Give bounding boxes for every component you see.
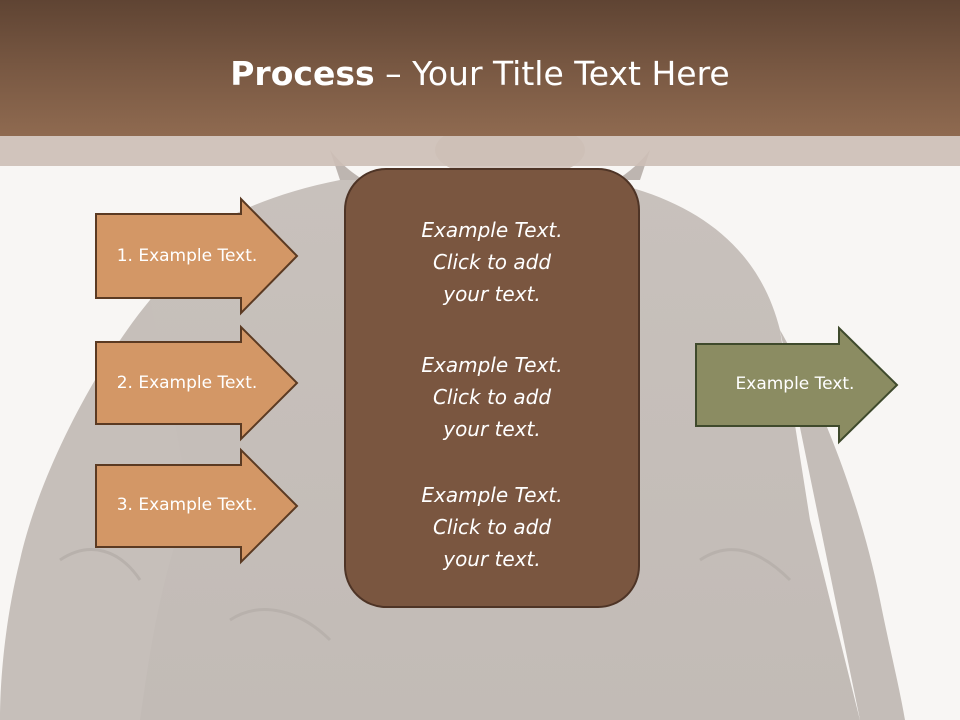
title-band [0, 136, 960, 166]
output-arrow[interactable]: Example Text. [695, 325, 899, 445]
output-arrow-label: Example Text. [735, 374, 855, 394]
step-arrow-2[interactable]: 2. Example Text. [95, 324, 299, 442]
step-arrow-1[interactable]: 1. Example Text. [95, 196, 299, 316]
center-paragraph-2-line-3: your text. [443, 417, 541, 441]
slide-title[interactable]: Process – Your Title Text Here [0, 52, 960, 96]
center-paragraph-1: Example Text. Click to add your text. [346, 214, 638, 310]
center-paragraph-2: Example Text. Click to add your text. [346, 349, 638, 445]
center-paragraph-2-line-2: Click to add [432, 385, 552, 409]
step-arrow-3-label: 3. Example Text. [116, 495, 258, 515]
center-paragraph-3: Example Text. Click to add your text. [346, 479, 638, 575]
slide-title-rest: – Your Title Text Here [374, 54, 730, 93]
center-paragraph-1-line-1: Example Text. [421, 218, 563, 242]
step-arrow-3[interactable]: 3. Example Text. [95, 447, 299, 565]
center-paragraph-3-line-1: Example Text. [421, 483, 563, 507]
center-paragraph-3-line-3: your text. [443, 547, 541, 571]
center-paragraph-2-line-1: Example Text. [421, 353, 563, 377]
center-text-box[interactable]: Example Text. Click to add your text. Ex… [344, 168, 640, 608]
step-arrow-2-label: 2. Example Text. [116, 373, 258, 393]
center-paragraph-1-line-3: your text. [443, 282, 541, 306]
step-arrow-1-label: 1. Example Text. [116, 246, 258, 266]
slide-title-bold: Process [230, 54, 375, 93]
title-bar [0, 0, 960, 136]
center-paragraph-1-line-2: Click to add [432, 250, 552, 274]
center-paragraph-3-line-2: Click to add [432, 515, 552, 539]
